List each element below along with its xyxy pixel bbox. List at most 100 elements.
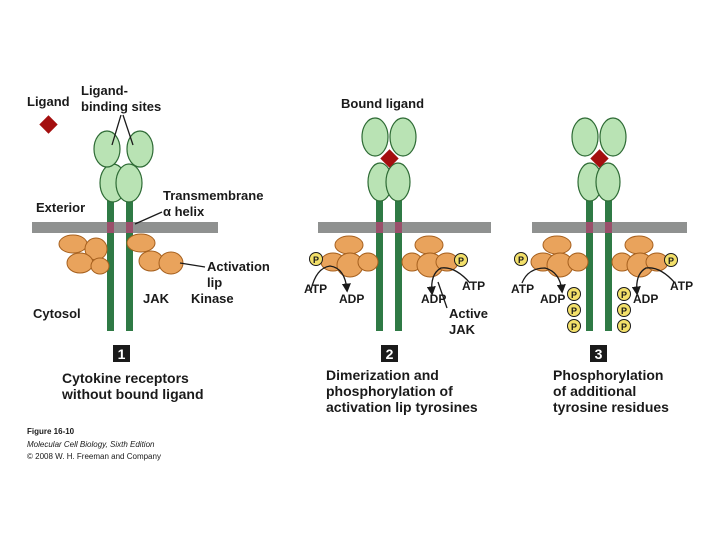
- kinase-label: Kinase: [191, 291, 234, 306]
- active-jak-label: JAK: [449, 322, 476, 337]
- phosphate-label: P: [571, 322, 577, 332]
- step-number-box: [113, 345, 130, 362]
- adp-label: ADP: [421, 292, 446, 306]
- tm-pointer: [134, 211, 163, 225]
- ligand-label: Ligand: [27, 94, 70, 109]
- exterior-label: Exterior: [36, 200, 85, 215]
- ligand-diamond: [39, 115, 58, 134]
- receptor-stalk-right: [605, 195, 612, 331]
- receptor-stalk-left: [586, 195, 593, 331]
- tm-helix-label: Transmembrane: [163, 188, 263, 203]
- cytosol-label: Cytosol: [33, 306, 81, 321]
- jak-kinase-left: [58, 234, 110, 275]
- adp-label: ADP: [339, 292, 364, 306]
- step-number: 2: [386, 346, 394, 362]
- jak-kinase-right: [126, 233, 184, 275]
- tm-band-left: [107, 222, 114, 233]
- figure-credit: Figure 16-10 Molecular Cell Biology, Six…: [27, 427, 161, 461]
- phosphate-label: P: [313, 255, 319, 265]
- phosphate-icon: [309, 252, 323, 266]
- tm-band-left: [376, 222, 383, 233]
- receptor-domain: [595, 162, 621, 202]
- bound-ligand-diamond: [590, 149, 609, 168]
- phosphate-icon: [567, 287, 581, 301]
- caption-2: phosphorylation of: [326, 383, 453, 399]
- phosphate-icon: [617, 319, 631, 333]
- adp-label: ADP: [540, 292, 565, 306]
- step-number-box: [381, 345, 398, 362]
- receptor-domain: [389, 117, 417, 157]
- phosphorylation-arrow: [631, 267, 676, 296]
- membrane-bar: [318, 222, 491, 233]
- atp-label: ATP: [304, 282, 327, 296]
- membrane-bar: [32, 222, 218, 233]
- caption-1: without bound ligand: [61, 386, 204, 402]
- figure-number: Figure 16-10: [27, 427, 75, 436]
- step-number: 1: [118, 346, 126, 362]
- receptor-stalk-left: [376, 195, 383, 331]
- phosphate-icon: [514, 252, 528, 266]
- step-number: 3: [595, 346, 603, 362]
- active-jak-label: Active: [449, 306, 488, 321]
- atp-label: ATP: [462, 279, 485, 293]
- phosphate-icon: [617, 287, 631, 301]
- activation-lip-label: lip: [207, 275, 222, 290]
- phosphate-icon: [567, 319, 581, 333]
- active-jak-pointer: [437, 281, 448, 309]
- atp-label: ATP: [670, 279, 693, 293]
- tm-band-right: [605, 222, 612, 233]
- receptor-domain: [126, 130, 154, 168]
- receptor-stalk-right: [126, 195, 133, 331]
- book-title: Molecular Cell Biology, Sixth Edition: [27, 440, 155, 449]
- receptor-domain: [571, 117, 599, 157]
- receptor-domain: [361, 117, 389, 157]
- panel-1: Ligand Ligand- binding sites Exterior Tr…: [27, 83, 270, 402]
- caption-3: Phosphorylation: [553, 367, 663, 383]
- bound-ligand-diamond: [380, 149, 399, 168]
- tm-band-left: [586, 222, 593, 233]
- adp-label: ADP: [633, 292, 658, 306]
- phosphorylation-arrow: [521, 267, 566, 294]
- phosphate-icon: [664, 253, 678, 267]
- phosphate-icon: [454, 253, 468, 267]
- panel-2: P P Bound ligand ATP ADP ATP ADP Active …: [304, 96, 491, 415]
- phosphate-label: P: [621, 306, 627, 316]
- bound-ligand-label: Bound ligand: [341, 96, 424, 111]
- active-jak-right: [401, 235, 459, 278]
- active-jak-left: [320, 235, 379, 278]
- binding-sites-label: Ligand-: [81, 83, 128, 98]
- phosphorylation-arrow: [426, 267, 471, 296]
- phosphate-label: P: [571, 306, 577, 316]
- receptor-domain: [599, 117, 627, 157]
- atp-label: ATP: [511, 282, 534, 296]
- tm-helix-label: α helix: [163, 204, 205, 219]
- caption-3: of additional: [553, 383, 636, 399]
- phosphate-label: P: [571, 290, 577, 300]
- receptor-domain: [93, 130, 121, 168]
- tm-band-right: [126, 222, 133, 233]
- phosphate-label: P: [621, 290, 627, 300]
- caption-2: Dimerization and: [326, 367, 439, 383]
- caption-1: Cytokine receptors: [62, 370, 189, 386]
- panel-3: P P P P P P P P ATP ADP ATP ADP 3 Phosph…: [511, 117, 693, 415]
- binding-site-pointer: [111, 114, 134, 146]
- active-jak-left: [530, 235, 589, 278]
- activation-lip-label: Activation: [207, 259, 270, 274]
- activation-lip-pointer: [179, 262, 206, 268]
- phosphate-label: P: [458, 256, 464, 266]
- phosphate-icon: [617, 303, 631, 317]
- phosphorylation-arrow: [310, 265, 351, 293]
- active-jak-right: [611, 235, 669, 278]
- receptor-domain: [115, 163, 143, 203]
- copyright: © 2008 W. H. Freeman and Company: [27, 452, 161, 461]
- jak-label: JAK: [143, 291, 170, 306]
- receptor-stalk-right: [395, 195, 402, 331]
- phosphate-label: P: [668, 256, 674, 266]
- binding-sites-label: binding sites: [81, 99, 161, 114]
- step-number-box: [590, 345, 607, 362]
- phosphate-label: P: [621, 322, 627, 332]
- caption-3: tyrosine residues: [553, 399, 669, 415]
- receptor-stalk-left: [107, 195, 114, 331]
- phosphate-label: P: [518, 255, 524, 265]
